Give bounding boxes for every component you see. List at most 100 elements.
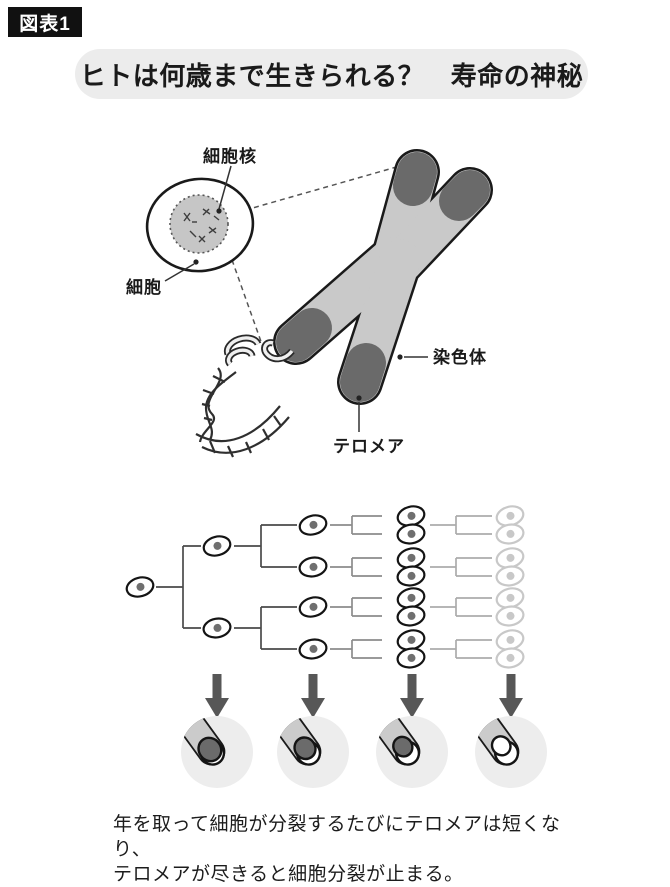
caption-line-1: 年を取って細胞が分裂するたびにテロメアは短くなり、 bbox=[113, 814, 561, 860]
telomere-nail bbox=[197, 736, 223, 763]
down-arrow-icon bbox=[499, 674, 523, 718]
cell-pointer-dot bbox=[193, 259, 199, 265]
chromosome-illustration bbox=[273, 149, 493, 405]
tree-cell-nucleus bbox=[407, 511, 416, 520]
cell-chromosome-diagram: 細胞核 細胞 bbox=[126, 146, 493, 458]
down-arrow-head bbox=[400, 698, 424, 718]
division-tree-svg bbox=[125, 505, 525, 669]
telomere-caps bbox=[276, 152, 490, 402]
tree-cell bbox=[396, 547, 426, 569]
division-generation-4 bbox=[396, 505, 426, 669]
tree-cell-nucleus bbox=[506, 635, 515, 644]
tree-cell bbox=[298, 514, 328, 536]
dna-twist-strands bbox=[198, 367, 237, 443]
chromosome-label-group: 染色体 bbox=[397, 347, 487, 367]
tree-cell-nucleus bbox=[506, 653, 515, 662]
down-arrow-head bbox=[499, 698, 523, 718]
cell-label: 細胞 bbox=[126, 277, 162, 297]
cell-illustration bbox=[145, 177, 255, 273]
tree-cell bbox=[396, 629, 426, 651]
tree-cell bbox=[396, 647, 426, 669]
figure-tag: 図表1 bbox=[8, 7, 82, 37]
cell-nucleus bbox=[169, 194, 229, 254]
tree-cell-nucleus bbox=[407, 529, 416, 538]
tree-cell bbox=[495, 523, 525, 545]
tree-cell-nucleus bbox=[407, 571, 416, 580]
down-arrow-icon bbox=[400, 674, 424, 718]
division-bracket-gen4 bbox=[430, 515, 492, 659]
division-generation-2 bbox=[202, 535, 232, 639]
tree-cell bbox=[202, 535, 232, 557]
tree-cell-nucleus bbox=[506, 571, 515, 580]
fingertip-art bbox=[180, 715, 226, 766]
tree-cell-nucleus bbox=[506, 553, 515, 562]
telomere-nail bbox=[392, 735, 414, 758]
dna-helix-illustration bbox=[195, 334, 295, 458]
fingertip-illustration-telomere-shorter bbox=[276, 715, 322, 766]
down-arrow-stem bbox=[506, 674, 516, 699]
caption-line-2: テロメアが尽きると細胞分裂が止まる。 bbox=[113, 864, 464, 885]
chromosome-label: 染色体 bbox=[433, 347, 487, 367]
cell-pointer-line bbox=[164, 263, 195, 282]
division-bracket-gen1 bbox=[156, 545, 201, 629]
tree-cell bbox=[495, 647, 525, 669]
tree-cell bbox=[298, 596, 328, 618]
figure-tag-label: 図表1 bbox=[19, 13, 71, 35]
tree-cell-nucleus bbox=[136, 582, 145, 591]
tree-cell bbox=[396, 523, 426, 545]
tree-cell-nucleus bbox=[309, 602, 318, 611]
fingertip-illustration-telomere-depleted bbox=[474, 715, 520, 766]
tree-cell-nucleus bbox=[213, 623, 222, 632]
down-arrow-icon bbox=[301, 674, 325, 718]
tree-cell bbox=[125, 576, 155, 598]
tree-cell bbox=[396, 587, 426, 609]
down-arrow-head bbox=[301, 698, 325, 718]
tree-cell-nucleus bbox=[407, 611, 416, 620]
fingertip-art bbox=[474, 715, 520, 766]
tree-cell-nucleus bbox=[407, 635, 416, 644]
tree-cell bbox=[495, 605, 525, 627]
telomere-label: テロメア bbox=[333, 437, 405, 456]
fingertip-illustration-telomere-shortest bbox=[375, 715, 421, 766]
nucleus-label-group: 細胞核 bbox=[203, 146, 257, 214]
tree-cell bbox=[298, 638, 328, 660]
zoom-cone-line-upper bbox=[227, 165, 401, 216]
tree-cell-nucleus bbox=[407, 653, 416, 662]
tree-cell bbox=[298, 556, 328, 578]
nucleus-label: 細胞核 bbox=[203, 146, 257, 166]
tree-cell-nucleus bbox=[309, 520, 318, 529]
down-arrow-stem bbox=[212, 674, 222, 699]
tree-cell bbox=[202, 617, 232, 639]
division-generation-3 bbox=[298, 514, 328, 660]
page-title: ヒトは何歳まで生きられる？ 寿命の神秘 bbox=[79, 60, 584, 91]
tree-cell-nucleus bbox=[309, 562, 318, 571]
tree-cell-nucleus bbox=[506, 529, 515, 538]
nucleus-chromatin-marks bbox=[183, 208, 220, 243]
tree-cell-nucleus bbox=[407, 593, 416, 602]
down-arrow-stem bbox=[308, 674, 318, 699]
tree-cell-nucleus bbox=[506, 611, 515, 620]
down-arrow-stem bbox=[407, 674, 417, 699]
fingertip-illustration-telomere-long bbox=[180, 715, 226, 766]
down-arrow-icon bbox=[205, 674, 229, 718]
tree-cell bbox=[396, 565, 426, 587]
down-arrow-head bbox=[205, 698, 229, 718]
division-bracket-gen3 bbox=[330, 515, 382, 659]
telomere-nail bbox=[293, 736, 317, 761]
tree-cell-nucleus bbox=[213, 541, 222, 550]
division-generation-1 bbox=[125, 576, 155, 598]
chromosome-pointer-dot bbox=[397, 354, 403, 360]
telomere-label-group: テロメア bbox=[333, 395, 405, 456]
title-banner: ヒトは何歳まで生きられる？ 寿命の神秘 bbox=[75, 49, 588, 99]
tree-cell-nucleus bbox=[309, 644, 318, 653]
tree-cell bbox=[495, 565, 525, 587]
tree-cell-nucleus bbox=[506, 511, 515, 520]
fingertip-art bbox=[375, 715, 421, 766]
tree-cell-nucleus bbox=[506, 593, 515, 602]
telomere-pointer-dot bbox=[356, 395, 362, 401]
division-generation-5 bbox=[495, 505, 525, 669]
fingertip-art bbox=[276, 715, 322, 766]
telomere-nail bbox=[490, 735, 512, 757]
caption: 年を取って細胞が分裂するたびにテロメアは短くなり、 テロメアが尽きると細胞分裂が… bbox=[113, 812, 583, 887]
